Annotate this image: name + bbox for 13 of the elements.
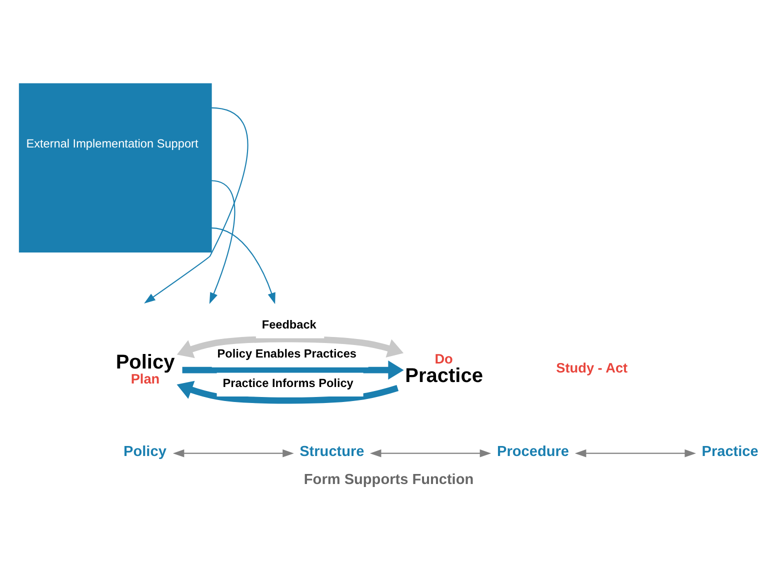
node-text: Procedure: [497, 443, 569, 460]
node-label: Practice: [405, 364, 483, 386]
label: Study - Act: [556, 360, 628, 375]
edge-label: Policy Enables Practices: [217, 346, 356, 360]
node-text: Policy: [124, 443, 166, 460]
node-text: Do: [434, 350, 453, 366]
edge-label: Feedback: [262, 317, 316, 332]
node-text: Structure: [300, 443, 364, 460]
node-label: Policy: [116, 350, 175, 373]
node-text: Practice: [702, 443, 758, 460]
node-text: Plan: [130, 370, 160, 386]
caption: Form Supports Function: [304, 472, 474, 488]
edge-label: Practice Informs Policy: [222, 375, 354, 390]
